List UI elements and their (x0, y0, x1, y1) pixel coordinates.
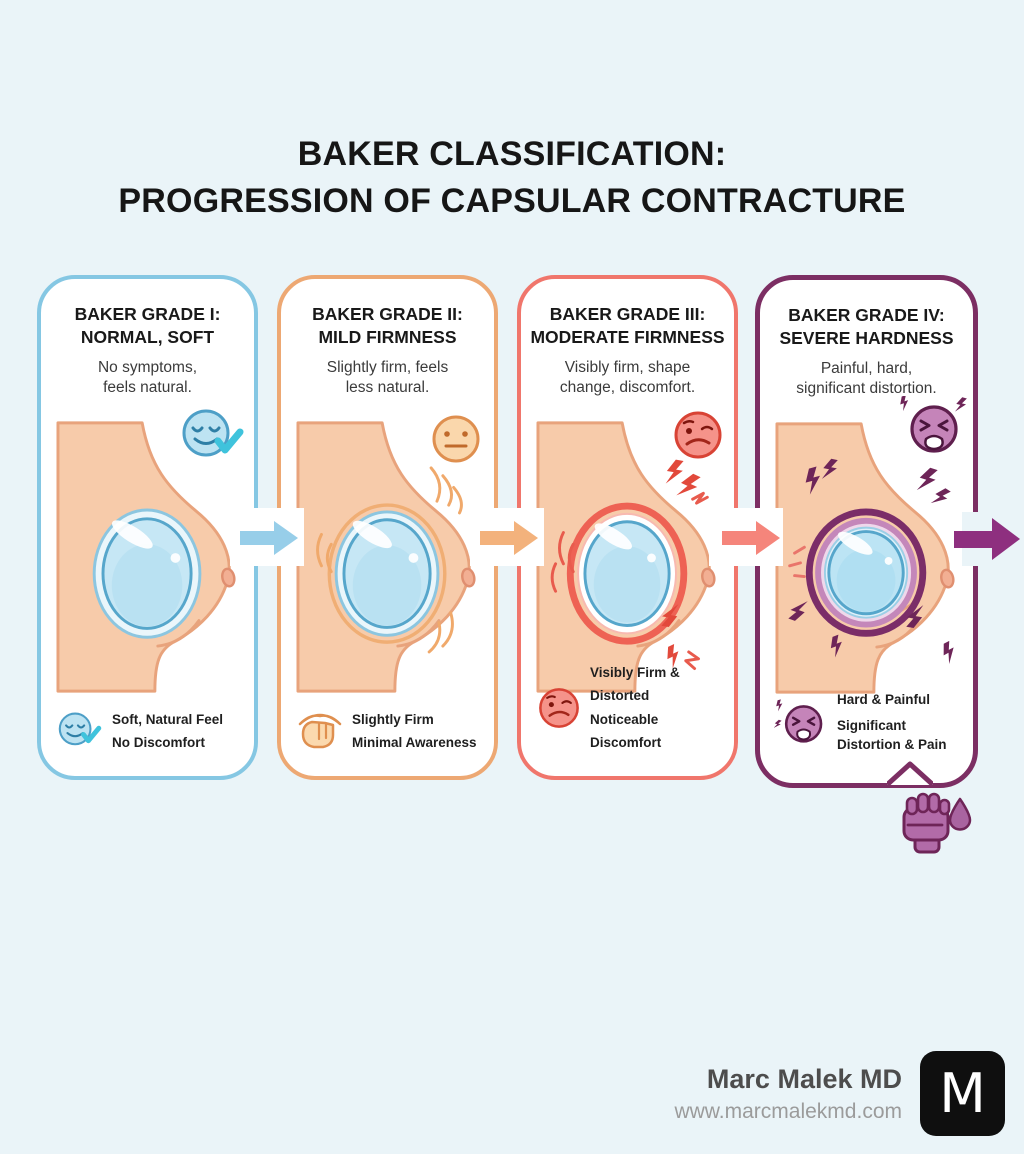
breast-implant-grade-4-illustration (775, 422, 955, 694)
progression-arrow-4 (954, 518, 1020, 560)
arrow-head (274, 521, 298, 555)
arrow-shaft (240, 531, 274, 545)
grade-2-heading: BAKER GRADE II: MILD FIRMNESS (287, 303, 488, 349)
arrow-shaft (480, 531, 514, 545)
grade-2-caption: Slightly Firm Minimal Awareness (297, 708, 488, 754)
grade-1-desc-line2: feels natural. (103, 379, 192, 397)
arrow-head (992, 518, 1020, 560)
grade-4-heading: BAKER GRADE IV: SEVERE HARDNESS (766, 304, 967, 350)
grade-3-desc-line1: Visibly firm, shape (564, 359, 691, 377)
grade-4-description: Painful, hard, significant distortion. (768, 359, 965, 399)
pained-face-icon (900, 396, 967, 453)
grade-2-card: BAKER GRADE II: MILD FIRMNESS Slightly f… (277, 275, 498, 780)
grade-4-illustration (760, 396, 973, 702)
brand-name: Marc Malek MD (706, 1064, 902, 1095)
grade-2-caption-line1: Slightly Firm (352, 711, 434, 727)
grade-4-caption-line1: Hard & Painful (837, 692, 931, 708)
firmness-wave-lines (316, 466, 463, 654)
grade-4-desc-line1: Painful, hard, (820, 360, 913, 378)
grade-1-caption-line2: No Discomfort (112, 734, 206, 750)
smiley-check-icon (58, 712, 102, 746)
grade-1-illustration (41, 409, 254, 701)
arrow-head (514, 521, 538, 555)
grade-2-heading-line2: MILD FIRMNESS (318, 327, 457, 348)
raised-fist-icon (902, 792, 951, 854)
pain-lightning-bolts (788, 458, 954, 664)
grade-2-caption-line2: Minimal Awareness (352, 734, 477, 750)
grade-2-illustration (281, 409, 494, 701)
discomfort-wave-lines (550, 531, 575, 593)
grade-3-heading-line1: BAKER GRADE III: (549, 304, 706, 324)
grade-1-description: No symptoms, feels natural. (49, 358, 246, 398)
grade-4-caption-line2: Significant Distortion & Pain (837, 717, 947, 753)
breast-implant-grade-2-illustration (296, 421, 476, 693)
arrow-head (756, 521, 780, 555)
footer-brand: Marc Malek MD www.marcmalekmd.com M (674, 1051, 1005, 1136)
speech-bubble-notch (887, 761, 933, 785)
pained-face-icon (774, 699, 823, 743)
grade-3-description: Visibly firm, shape change, discomfort. (529, 358, 726, 398)
grade-3-heading-line2: MODERATE FIRMNESS (530, 327, 725, 348)
breast-implant-grade-3-illustration (536, 421, 716, 693)
grade-3-heading: BAKER GRADE III: MODERATE FIRMNESS (527, 303, 728, 349)
brand-website: www.marcmalekmd.com (674, 1099, 902, 1123)
grade-2-heading-line1: BAKER GRADE II: (312, 304, 463, 324)
brand-logo: M (920, 1051, 1005, 1136)
grade-3-caption-line2: Noticeable Discomfort (590, 711, 662, 750)
pain-lightning-bolts (774, 699, 783, 728)
title-line-1: BAKER CLASSIFICATION: (297, 134, 727, 173)
grade-1-heading-line2: NORMAL, SOFT (80, 327, 215, 348)
smiley-check-icon (182, 409, 244, 457)
progression-arrow-1 (240, 521, 298, 555)
grade-1-caption-line1: Soft, Natural Feel (112, 711, 224, 727)
grade-3-caption: Visibly Firm & Distorted Noticeable Disc… (537, 661, 728, 754)
grade-4-heading-line1: BAKER GRADE IV: (788, 305, 945, 325)
breast-implant-grade-1-illustration (56, 421, 236, 693)
title-line-2: PROGRESSION OF CAPSULAR CONTRACTURE (118, 182, 906, 221)
grade-4-heading-line2: SEVERE HARDNESS (779, 328, 954, 349)
grade-3-caption-line1: Visibly Firm & Distorted (590, 665, 680, 704)
grade-3-desc-line2: change, discomfort. (559, 379, 696, 397)
droplet-icon (948, 797, 972, 831)
grade-1-heading: BAKER GRADE I: NORMAL, SOFT (47, 303, 248, 349)
pinch-hand-icon (298, 713, 342, 749)
brand-logo-letter: M (939, 1062, 986, 1125)
grade-2-description: Slightly firm, feels less natural. (289, 358, 486, 398)
pain-lightning-bolts (900, 396, 967, 412)
grade-4-caption: Hard & Painful Significant Distortion & … (774, 690, 967, 755)
progression-arrow-2 (480, 521, 538, 555)
grade-4-card: BAKER GRADE IV: SEVERE HARDNESS Painful,… (755, 275, 978, 788)
sad-face-icon (539, 687, 579, 728)
arrow-shaft (954, 530, 992, 548)
grade-2-desc-line2: less natural. (345, 379, 430, 397)
arrow-shaft (722, 531, 756, 545)
grade-3-illustration (521, 409, 734, 701)
grade-1-caption: Soft, Natural Feel No Discomfort (57, 708, 248, 754)
progression-arrow-3 (722, 521, 780, 555)
grade-1-desc-line1: No symptoms, (97, 359, 198, 377)
grade-4-desc-line2: significant distortion. (796, 380, 937, 398)
grade-2-desc-line1: Slightly firm, feels (326, 359, 449, 377)
grade-1-card: BAKER GRADE I: NORMAL, SOFT No symptoms,… (37, 275, 258, 780)
sad-face-icon (674, 411, 722, 459)
pain-lightning-bolts (661, 459, 701, 669)
grade-3-card: BAKER GRADE III: MODERATE FIRMNESS Visib… (517, 275, 738, 780)
neutral-face-icon (432, 415, 480, 463)
grade-1-heading-line1: BAKER GRADE I: (74, 304, 221, 324)
tension-dash-lines (788, 545, 806, 579)
infographic-title: BAKER CLASSIFICATION: PROGRESSION OF CAP… (0, 131, 1024, 226)
